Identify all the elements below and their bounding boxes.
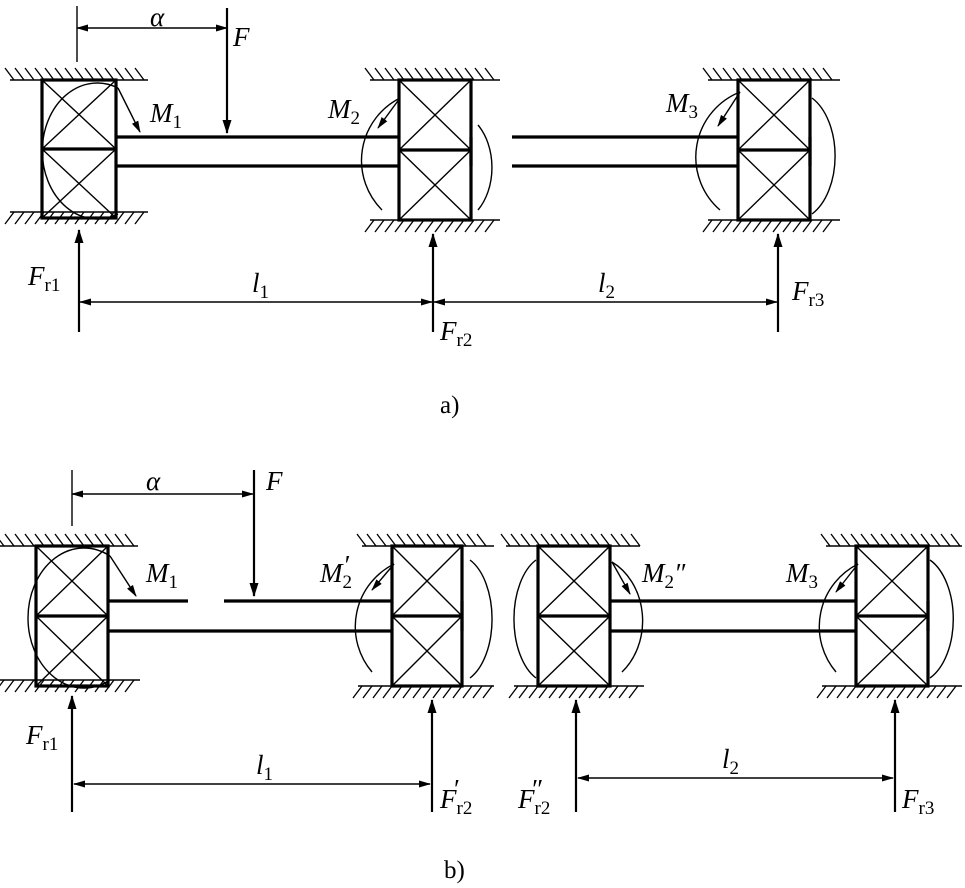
reaction-fr3-label-b: Fr3 — [901, 784, 934, 819]
moment-m3-arrow — [717, 91, 741, 127]
ground-bottom-2 — [364, 219, 500, 233]
span-l2-label-b: l2 — [722, 744, 739, 779]
span-l1-label: l1 — [252, 268, 269, 303]
span-l2-label: l2 — [598, 268, 615, 303]
ground-bottom-2-b — [352, 685, 494, 699]
moment-m3-arc-right — [811, 97, 836, 215]
moment-m3-arc-left-b — [818, 563, 859, 673]
ground-top-2-b — [356, 533, 494, 547]
reaction-fr1-label: Fr1 — [27, 261, 60, 296]
dim-a-label: α — [150, 2, 165, 32]
ground-bottom-3 — [702, 219, 840, 233]
bearing-2 — [397, 78, 473, 222]
ground-bottom-3-b — [816, 685, 962, 699]
moment-m2p-arrow-b — [371, 563, 395, 591]
reaction-fr3-label: Fr3 — [791, 276, 824, 311]
moment-m2p-label-b: M2′ — [319, 550, 352, 593]
moment-m3-arc-right-b — [929, 559, 954, 679]
moment-m2pp-arrow-b — [611, 561, 631, 595]
moment-m1-arc-b — [27, 547, 111, 689]
ground-top-1 — [4, 67, 148, 81]
bearing-3 — [736, 78, 812, 222]
bearing-2p-b — [390, 544, 464, 688]
moment-m1-arrow — [117, 87, 141, 133]
moment-m2-arc-right — [477, 124, 493, 211]
moment-m3-arc-left — [695, 91, 741, 211]
ground-top-3 — [702, 67, 840, 81]
dim-a-label-b: α — [146, 466, 161, 496]
moment-m3-label: M3 — [665, 88, 698, 123]
shaft-1-b — [108, 599, 464, 633]
moment-m3-arrow-b — [835, 563, 859, 593]
panel-b: α F M1 M2′ M2″ M3 Fr1 Fr2′ Fr2″ Fr3 l1 l… — [0, 466, 962, 884]
moment-m2-arc-left — [360, 97, 401, 211]
bearing-2pp-b — [536, 544, 612, 688]
moment-m3-label-b: M3 — [785, 558, 818, 593]
moment-m2-label: M2 — [327, 94, 360, 129]
reaction-fr2pp-label-b: Fr2″ — [517, 774, 550, 819]
shaft-2 — [512, 135, 812, 168]
panel-a: α F M1 M2 M3 Fr1 Fr2 Fr3 l1 l2 a) — [4, 2, 840, 419]
bearing-1 — [40, 78, 118, 220]
moment-m1-label-b: M1 — [145, 558, 178, 593]
moment-m2p-arc-left-b — [354, 563, 395, 673]
moment-m2p-arc-right-b — [469, 559, 493, 679]
shaft-2-b — [610, 599, 930, 633]
moment-m2pp-arc-left-b — [513, 559, 537, 679]
ground-top-1-b — [0, 533, 138, 547]
force-label-b: F — [265, 466, 283, 496]
shaft-1 — [116, 135, 473, 168]
moment-m1-arrow-b — [109, 555, 137, 597]
moment-m2-arrow — [377, 97, 401, 129]
ground-top-4-b — [500, 533, 641, 547]
bearing-1-b — [34, 544, 110, 688]
ground-bottom-4-b — [508, 685, 644, 699]
ground-top-2 — [364, 67, 500, 81]
reaction-fr2p-label-b: Fr2′ — [439, 774, 472, 819]
force-label: F — [232, 22, 250, 52]
moment-m1-label: M1 — [149, 98, 182, 133]
bearing-3-b — [854, 544, 930, 688]
moment-m2pp-label-b: M2″ — [641, 558, 686, 593]
reaction-fr2-label: Fr2 — [439, 316, 472, 351]
ground-top-3-b — [820, 533, 962, 547]
reaction-fr1-label-b: Fr1 — [25, 720, 58, 755]
caption-a: a) — [440, 392, 459, 419]
caption-b: b) — [444, 857, 465, 884]
moment-m2pp-arc-right-b — [611, 561, 644, 673]
span-l1-label-b: l1 — [256, 750, 273, 785]
moment-m1-arc-left — [41, 82, 119, 220]
